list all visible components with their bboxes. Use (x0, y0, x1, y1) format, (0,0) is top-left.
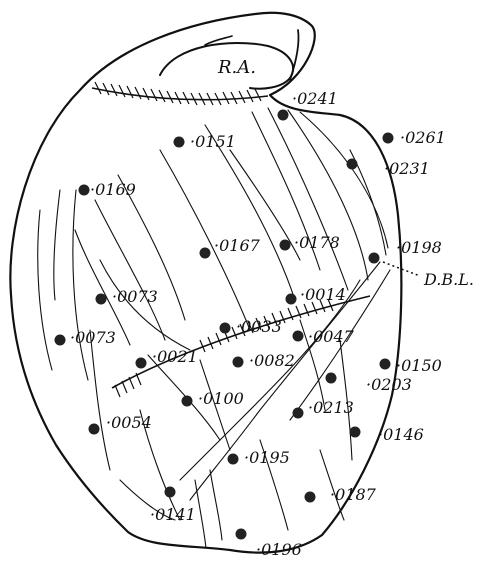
point-0178: ·0178 (280, 233, 340, 252)
point-0100: ·0100 (182, 389, 244, 408)
point-label: ·0187 (330, 485, 377, 504)
point-label: ·0141 (150, 505, 196, 524)
point-label: ·0241 (292, 89, 338, 108)
point-label: ·0146 (378, 425, 424, 444)
point-dot (89, 424, 100, 435)
point-0196: ·0196 (236, 529, 302, 560)
point-dot (305, 492, 316, 503)
point-label: ·0169 (90, 180, 136, 199)
point-dot (236, 529, 247, 540)
point-dot (293, 408, 304, 419)
point-0151: ·0151 (174, 132, 236, 151)
point-dot (200, 248, 211, 259)
point-dot (228, 454, 239, 465)
atrium-label: R.A. (217, 57, 256, 78)
point-0241: ·0241 (278, 89, 338, 121)
point-dot (280, 240, 291, 251)
point-label: ·0261 (400, 128, 446, 147)
point-dot (347, 159, 358, 170)
point-dot (233, 357, 244, 368)
point-0198: ·0198 (369, 238, 442, 264)
point-label: ·0195 (244, 448, 290, 467)
point-label: ·0014 (300, 285, 346, 304)
point-dot (350, 427, 361, 438)
measurement-points: ·0241 ·0261 ·0231 ·0151 ·0169 ·0167 ·017… (55, 89, 446, 559)
point-label: ·0198 (396, 238, 442, 257)
point-label: ·0047 (308, 327, 355, 346)
point-dot (369, 253, 380, 264)
point-0141: ·0141 (150, 487, 196, 525)
point-0021: ·0021 (136, 347, 198, 369)
point-dot (165, 487, 176, 498)
point-label: ·0073 (70, 328, 116, 347)
point-label: ·0054 (106, 413, 152, 432)
point-label: ·0196 (256, 540, 302, 559)
point-0047: ·0047 (293, 327, 355, 346)
point-label: ·0021 (152, 347, 198, 366)
point-0014: ·0014 (286, 285, 346, 305)
point-label: ·0151 (190, 132, 236, 151)
point-label: ·0231 (384, 159, 430, 178)
point-0261: ·0261 (383, 128, 446, 147)
point-label: ·0213 (308, 398, 354, 417)
point-0033: ·0033 (220, 317, 282, 336)
point-dot (380, 359, 391, 370)
point-0169: ·0169 (79, 180, 136, 199)
point-0073-lower: ·0073 (55, 328, 116, 347)
point-label: ·0150 (396, 356, 442, 375)
point-0203: ·0203 (326, 373, 412, 395)
point-0213: ·0213 (293, 398, 354, 419)
point-dot (383, 133, 394, 144)
point-dot (293, 331, 304, 342)
point-0187: ·0187 (305, 485, 377, 504)
point-dot (220, 323, 231, 334)
point-dot (174, 137, 185, 148)
point-label: ·0082 (249, 351, 295, 370)
point-dot (286, 294, 297, 305)
point-dot (278, 110, 289, 121)
point-0146: ·0146 (350, 425, 424, 444)
dbl-label: D.B.L. (423, 270, 474, 289)
point-0082: ·0082 (233, 351, 295, 370)
point-label: ·0100 (198, 389, 244, 408)
point-0195: ·0195 (228, 448, 290, 467)
point-0150: ·0150 (380, 356, 442, 375)
point-dot (182, 396, 193, 407)
point-label: ·0203 (366, 375, 412, 394)
heart-outline (10, 13, 401, 553)
point-label: ·0073 (112, 287, 158, 306)
point-dot (326, 373, 337, 384)
point-dot (79, 185, 90, 196)
point-dot (136, 358, 147, 369)
point-dot (96, 294, 107, 305)
point-0073-upper: ·0073 (96, 287, 158, 306)
point-label: ·0178 (294, 233, 340, 252)
point-0054: ·0054 (89, 413, 152, 435)
point-dot (55, 335, 66, 346)
point-label: ·0033 (236, 317, 282, 336)
point-label: ·0167 (214, 236, 261, 255)
